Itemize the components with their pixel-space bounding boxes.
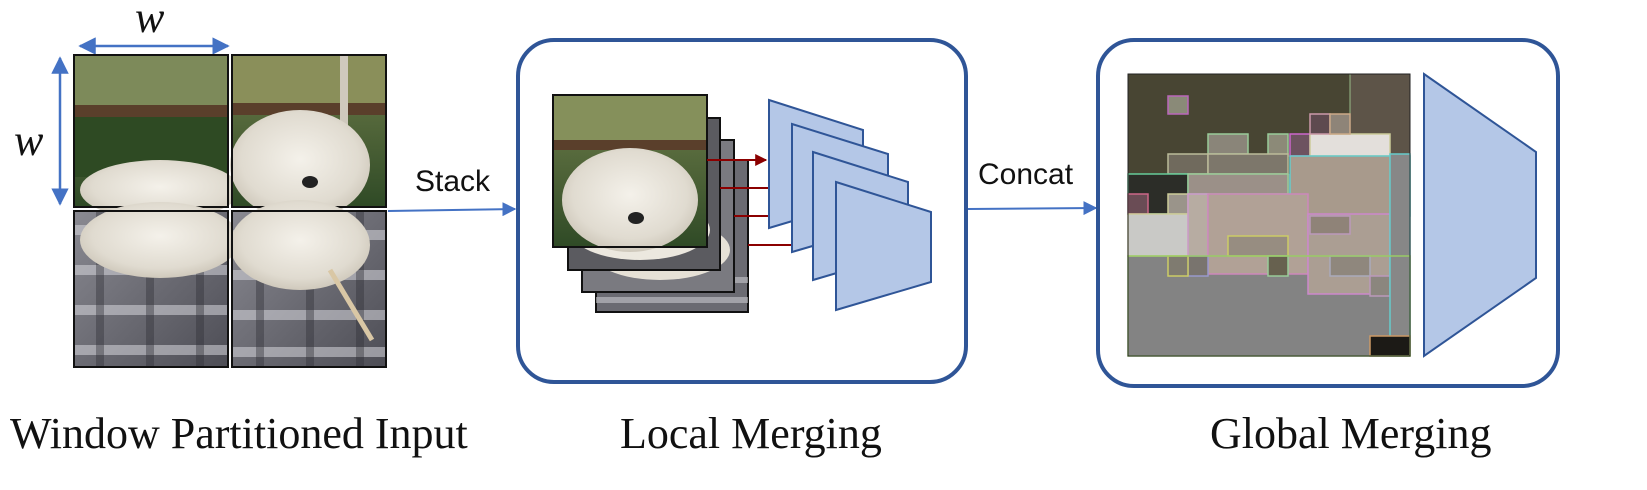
window-tile-top-left bbox=[73, 54, 240, 220]
local-merge-trapezoids bbox=[768, 98, 932, 312]
window-tile-bottom-left bbox=[73, 202, 240, 368]
merged-token-map bbox=[1127, 73, 1411, 357]
front-window bbox=[552, 94, 708, 252]
caption-local: Local Merging bbox=[620, 409, 882, 458]
stack-label: Stack bbox=[415, 165, 491, 198]
window-partitioned-input bbox=[51, 37, 387, 368]
window-tile-bottom-right bbox=[230, 200, 387, 368]
local-merging-panel bbox=[516, 38, 968, 384]
concat-arrow bbox=[967, 201, 1098, 216]
caption-global: Global Merging bbox=[1210, 409, 1492, 458]
width-label: w bbox=[135, 0, 165, 42]
caption-input: Window Partitioned Input bbox=[10, 409, 468, 458]
global-merge-trapezoid bbox=[1423, 72, 1537, 358]
window-tile-top-right bbox=[230, 54, 387, 220]
global-merging-panel bbox=[1096, 38, 1560, 388]
stack-arrow bbox=[387, 202, 517, 217]
stacked-windows bbox=[552, 94, 749, 313]
concat-label: Concat bbox=[978, 158, 1074, 191]
height-label: w bbox=[14, 116, 44, 165]
